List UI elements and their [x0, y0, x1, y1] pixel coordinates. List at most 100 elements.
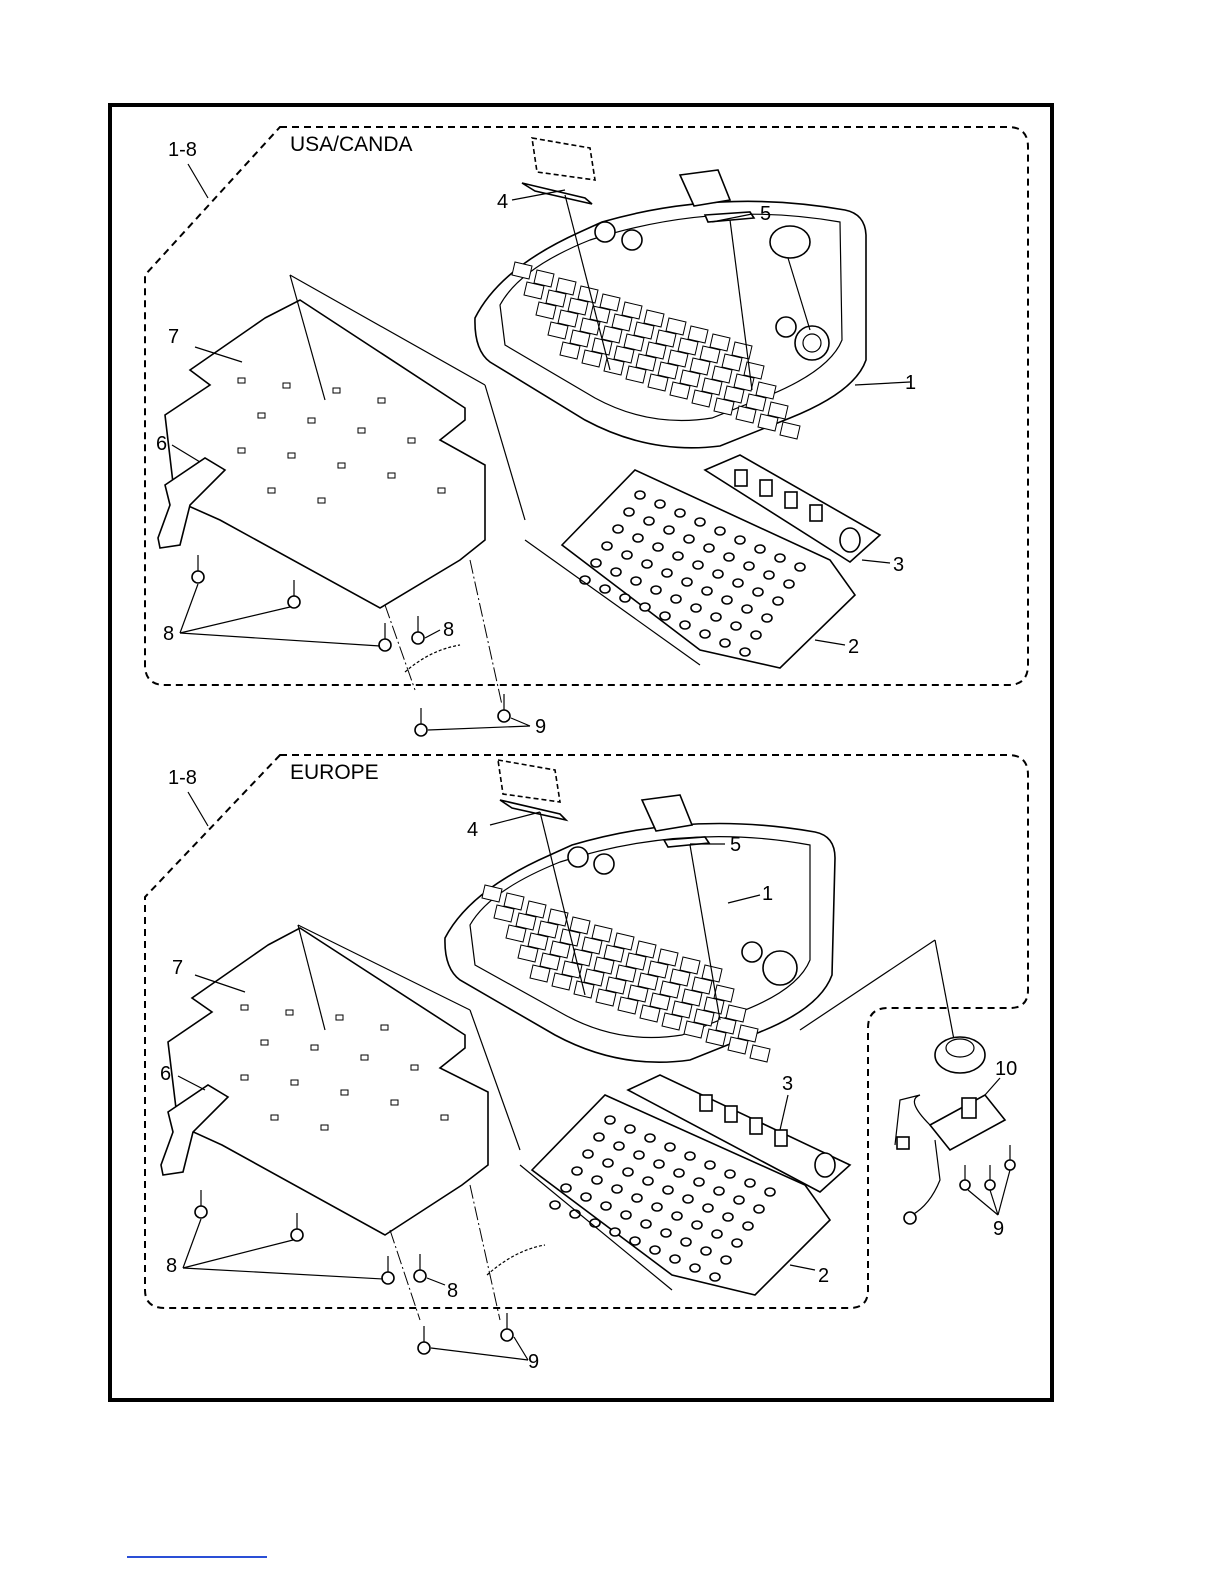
key-contact [694, 1178, 704, 1186]
key-contact [723, 1213, 733, 1221]
membrane-hole [258, 413, 265, 418]
callout-2: 2 [818, 1265, 829, 1287]
callout-5: 5 [730, 834, 741, 856]
key-contact [600, 585, 610, 593]
key-contact [630, 1237, 640, 1245]
key-contact [734, 1196, 744, 1204]
callout-1: 1 [762, 883, 773, 905]
callout-9: 9 [535, 716, 546, 738]
section-europe: EUROPE 1-8 [145, 755, 1028, 1373]
key-contact [680, 621, 690, 629]
key-contact [775, 554, 785, 562]
key-contact [612, 1185, 622, 1193]
key-contact [622, 551, 632, 559]
membrane-hole [268, 488, 275, 493]
key-contact [610, 1228, 620, 1236]
key-contact [724, 553, 734, 561]
key-contact [715, 527, 725, 535]
key-contact [635, 491, 645, 499]
key-contact [625, 1125, 635, 1133]
knob-part [935, 1037, 985, 1073]
small-cap [680, 170, 730, 206]
membrane-hole [283, 383, 290, 388]
key-contact [720, 639, 730, 647]
key-contact [695, 518, 705, 526]
key-contact [755, 545, 765, 553]
membrane-hole [238, 448, 245, 453]
membrane-sheet-part-7 [168, 928, 488, 1235]
key-contact [653, 543, 663, 551]
callout-3: 3 [782, 1073, 793, 1095]
key-contact [722, 596, 732, 604]
callout-4: 4 [467, 819, 478, 841]
membrane-hole [361, 1055, 368, 1060]
key-contact [590, 1219, 600, 1227]
key-contact [640, 603, 650, 611]
membrane-hole [336, 1015, 343, 1020]
membrane-hole [241, 1075, 248, 1080]
key-contact [614, 1142, 624, 1150]
key-contact [633, 534, 643, 542]
key-contact [664, 526, 674, 534]
callout-9b: 9 [993, 1218, 1004, 1240]
rubber-keymat-part-2 [532, 1095, 830, 1295]
membrane-hole [311, 1045, 318, 1050]
callout-5: 5 [760, 203, 771, 225]
key-contact [712, 1230, 722, 1238]
key-contact [550, 1201, 560, 1209]
key-contact [643, 1177, 653, 1185]
callout-4: 4 [497, 191, 508, 213]
key-contact [570, 1210, 580, 1218]
key-contact [674, 1169, 684, 1177]
key-contact [751, 631, 761, 639]
callout-6: 6 [156, 433, 167, 455]
key-contact [731, 622, 741, 630]
small-cap [642, 795, 692, 831]
assembly-label: 1-8 [168, 767, 197, 789]
key-contact [693, 561, 703, 569]
key-contact [701, 1247, 711, 1255]
membrane-sheet-part-7 [165, 300, 485, 608]
key-contact [621, 1211, 631, 1219]
key-contact [670, 1255, 680, 1263]
key-contact [611, 568, 621, 576]
key-contact [660, 612, 670, 620]
assembly-label: 1-8 [168, 139, 197, 161]
membrane-hole [261, 1040, 268, 1045]
key-contact [711, 613, 721, 621]
encoder-board-part-10 [895, 1095, 1005, 1224]
key-contact [705, 1161, 715, 1169]
key-contact [754, 1205, 764, 1213]
key-contact [671, 595, 681, 603]
membrane-hole [411, 1065, 418, 1070]
key-contact [662, 569, 672, 577]
membrane-hole [381, 1025, 388, 1030]
callout-8a: 8 [163, 623, 174, 645]
callout-9: 9 [528, 1351, 539, 1373]
key-contact [572, 1167, 582, 1175]
region-label: USA/CANDA [290, 133, 413, 156]
key-contact [651, 586, 661, 594]
key-contact [743, 1222, 753, 1230]
key-contact [602, 542, 612, 550]
key-contact [681, 1238, 691, 1246]
key-contact [725, 1170, 735, 1178]
key-contact [744, 562, 754, 570]
key-contact [663, 1186, 673, 1194]
key-contact [692, 1221, 702, 1229]
membrane-hole [438, 488, 445, 493]
keycap [750, 1045, 770, 1062]
key-contact [700, 630, 710, 638]
key-contact [682, 578, 692, 586]
membrane-hole [441, 1115, 448, 1120]
keyboard-top-cover [475, 201, 866, 447]
keyboard-top-cover [445, 824, 835, 1063]
membrane-hole [291, 1080, 298, 1085]
footer-rule [127, 1556, 267, 1558]
key-contact [632, 1194, 642, 1202]
key-contact [644, 517, 654, 525]
key-contact [665, 1143, 675, 1151]
key-contact [740, 648, 750, 656]
callout-6: 6 [160, 1063, 171, 1085]
callout-8b: 8 [447, 1280, 458, 1302]
